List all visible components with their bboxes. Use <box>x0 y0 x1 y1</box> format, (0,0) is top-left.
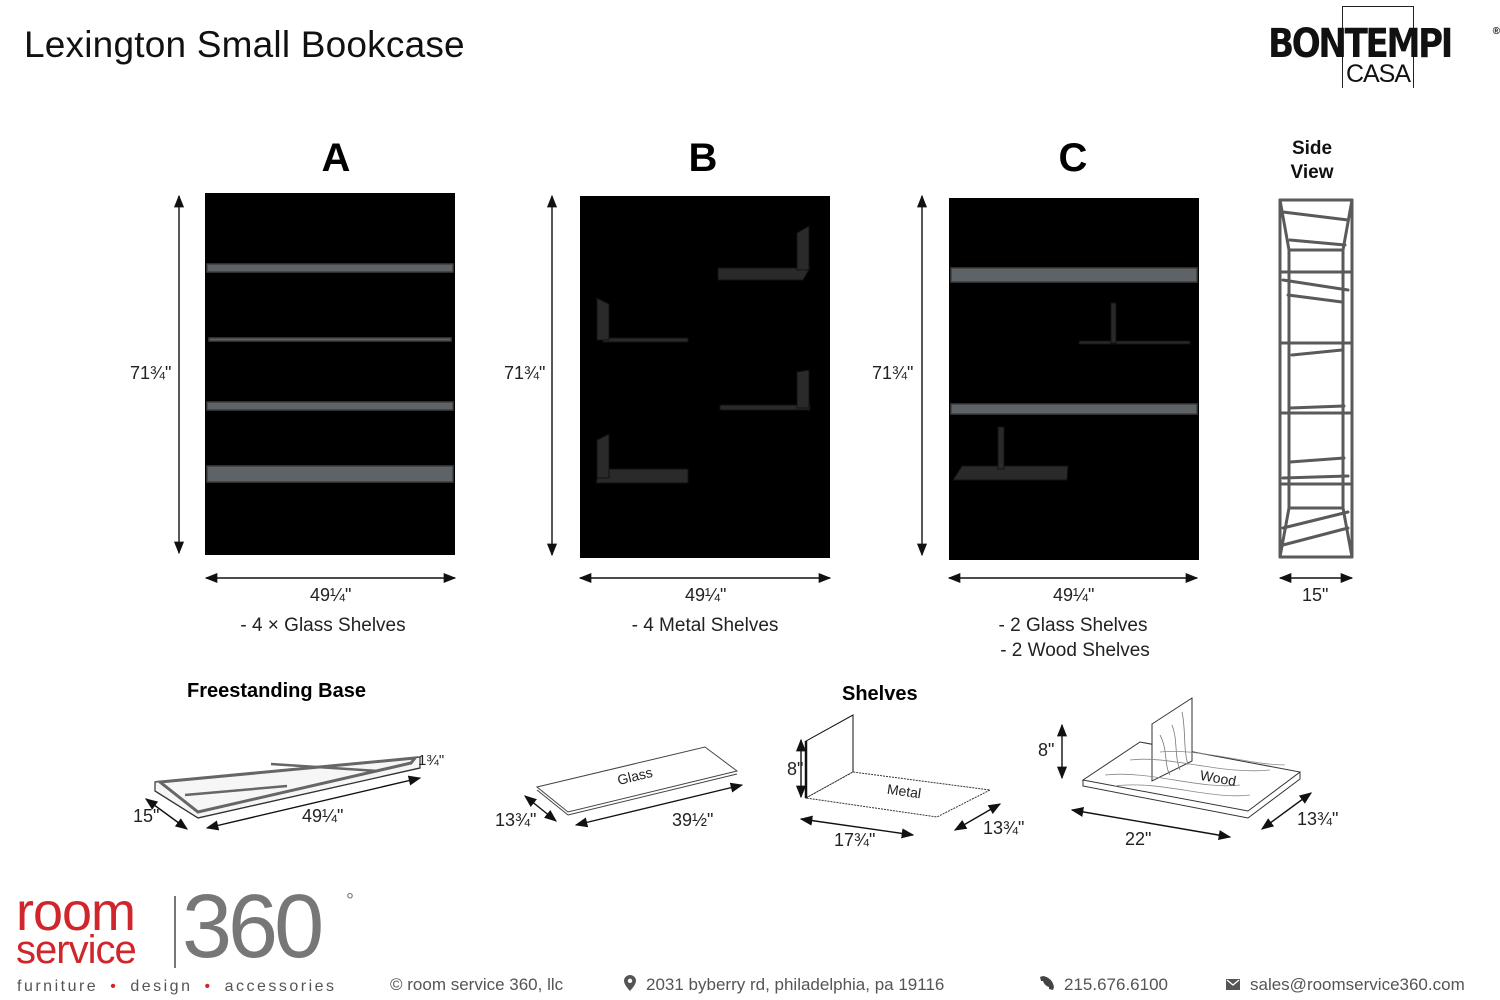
bookcase-b-metal-shelf-2 <box>602 337 689 343</box>
wood-shelf-width: 22" <box>1125 829 1152 849</box>
logo-sub: CASA <box>1345 60 1411 88</box>
logo-degree: ° <box>346 890 354 912</box>
logo-frame <box>1342 6 1414 88</box>
bookcase-c-wood-shelf-2 <box>952 465 1069 481</box>
logo-registered-mark: ® <box>1492 26 1500 37</box>
variant-b-caption: - 4 Metal Shelves <box>631 615 779 636</box>
variant-c-label: C <box>1058 136 1088 180</box>
tagline-separator: • <box>110 978 119 995</box>
phone-link[interactable]: 215.676.6100 <box>1064 975 1168 994</box>
shelves-title: Shelves <box>842 683 918 705</box>
base-width: 49¼" <box>302 806 344 826</box>
variant-a-height: 71¾" <box>130 363 172 383</box>
address: 2031 byberry rd, philadelphia, pa 19116 <box>624 975 944 995</box>
logo-service-text: service <box>16 928 137 972</box>
glass-shelf-width: 39½" <box>672 810 714 830</box>
metal-shelf-depth: 13¾" <box>983 818 1025 838</box>
bookcase-a-glass-shelf-2 <box>206 401 454 411</box>
metal-shelf-drawing <box>795 714 1002 839</box>
variant-c-height: 71¾" <box>872 363 914 383</box>
variant-c-width: 49¼" <box>1053 585 1095 605</box>
map-pin-icon <box>624 975 636 995</box>
bookcase-c-wood-shelf-2-divider <box>997 426 1005 470</box>
copyright: © room service 360, llc <box>390 975 563 995</box>
side-view-frame <box>1278 198 1354 559</box>
side-view-label-line2: View <box>1290 162 1334 183</box>
bookcase-b-metal-shelf-4-back <box>596 433 610 479</box>
variant-b-label: B <box>688 136 718 180</box>
variant-a-label: A <box>321 136 351 180</box>
base-title: Freestanding Base <box>187 680 366 702</box>
wood-shelf-height: 8" <box>1038 740 1055 760</box>
logo-divider <box>174 896 176 968</box>
glass-shelf-drawing <box>524 746 744 828</box>
bookcase-b-metal-shelf-3 <box>719 404 811 411</box>
bookcase-c-wood-shelf-1-divider <box>1110 302 1117 344</box>
wood-shelf-drawing <box>1056 697 1313 841</box>
bookcase-a-glass-shelf-3 <box>206 465 454 483</box>
variant-b-height: 71¾" <box>504 363 546 383</box>
room-service-360-logo: room service 360 ° <box>16 882 366 972</box>
bookcase-b-metal-shelf-2-back <box>596 297 610 341</box>
tagline-accessories: accessories <box>224 978 337 995</box>
bookcase-b-metal-shelf-1-back <box>796 225 810 271</box>
bookcase-a-frame <box>205 193 455 555</box>
bookcase-c-frame <box>949 198 1199 560</box>
bookcase-b-metal-shelf-3-back <box>796 369 810 409</box>
bontempi-casa-logo: BONTEMPI ® CASA <box>1268 6 1500 92</box>
tagline: furniture • design • accessories <box>17 978 337 996</box>
bookcase-c-glass-shelf-2 <box>950 403 1198 415</box>
tagline-design: design <box>130 978 193 995</box>
logo-room-text: room <box>16 882 136 942</box>
address-text: 2031 byberry rd, philadelphia, pa 19116 <box>646 975 945 994</box>
variant-c-caption-1: - 2 Glass Shelves <box>998 615 1148 636</box>
bookcase-c-glass-shelf-1 <box>950 267 1198 283</box>
logo-360-text: 360 <box>182 877 324 977</box>
base-depth: 15" <box>133 806 160 826</box>
variant-a-caption: - 4 × Glass Shelves <box>240 615 406 636</box>
bookcase-b-metal-shelf-4 <box>595 468 689 484</box>
envelope-icon <box>1226 977 1240 994</box>
page-title: Lexington Small Bookcase <box>24 24 465 65</box>
metal-shelf-height: 8" <box>787 759 804 779</box>
metal-shelf-width: 17¾" <box>834 830 876 850</box>
glass-shelf-depth: 13¾" <box>495 810 537 830</box>
email-link[interactable]: sales@roomservice360.com <box>1250 975 1465 994</box>
base-drawing <box>144 756 422 831</box>
base-height: 1¾" <box>418 752 445 769</box>
variant-b-width: 49¼" <box>685 585 727 605</box>
bookcase-b-frame <box>580 196 830 558</box>
phone: 215.676.6100 <box>1040 975 1168 995</box>
side-view-depth: 15" <box>1302 585 1329 605</box>
bookcase-a-glass-shelf-1 <box>206 263 454 273</box>
bookcase-c-wood-shelf-1 <box>1078 340 1191 345</box>
wood-shelf-depth: 13¾" <box>1297 809 1339 829</box>
bookcase-b-metal-shelf-1 <box>717 267 811 281</box>
tagline-furniture: furniture <box>17 978 99 995</box>
variant-a-width: 49¼" <box>310 585 352 605</box>
side-view-label: Side View <box>1272 137 1352 185</box>
logo-wordmark: BONTEMPI <box>1268 21 1453 67</box>
side-view-label-line1: Side <box>1291 138 1333 159</box>
tagline-separator: • <box>204 978 213 995</box>
copyright-text: © room service 360, llc <box>390 975 564 994</box>
bookcase-a-glass-shelf-4 <box>208 337 452 342</box>
variant-c-caption-2: - 2 Wood Shelves <box>1000 640 1150 661</box>
email: sales@roomservice360.com <box>1226 975 1465 995</box>
phone-icon <box>1040 976 1054 994</box>
